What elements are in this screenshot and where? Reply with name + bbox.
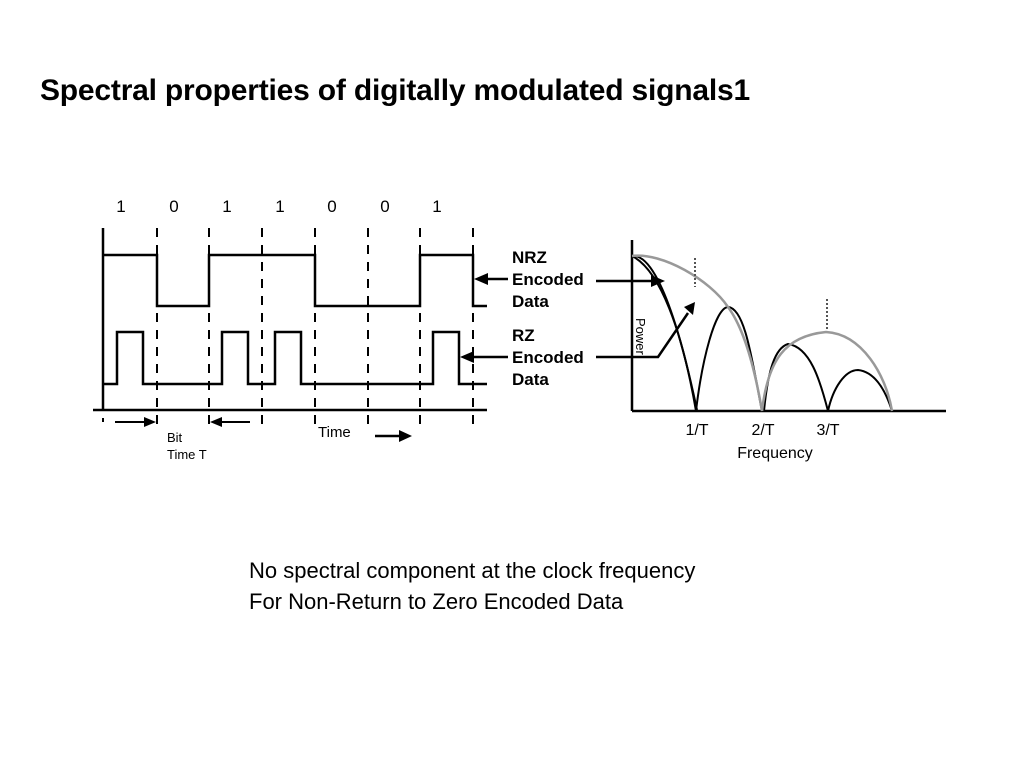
bit-label: 1	[222, 197, 231, 216]
bit-time-label-line: Bit	[167, 430, 183, 445]
rz-waveform	[104, 330, 487, 386]
bit-label: 1	[116, 197, 125, 216]
nrz-envelope	[631, 254, 764, 412]
time-label: Time	[318, 424, 351, 441]
rz-spectrum-curve	[631, 254, 893, 412]
frequency-tick: 3/T	[816, 422, 839, 439]
time-arrowhead	[399, 430, 412, 442]
frequency-tick: 1/T	[685, 422, 708, 439]
baseline-tick	[102, 418, 104, 422]
bit-time-right-arrowhead	[210, 417, 222, 427]
rz-label-line: RZ	[512, 326, 535, 345]
frequency-tick: 2/T	[751, 422, 774, 439]
nrz-pointer-arrowhead	[474, 273, 488, 285]
bit-time-label-line: Time T	[167, 447, 207, 462]
caption-line: No spectral component at the clock frequ…	[249, 558, 696, 583]
bit-time-label: Bit Time T	[167, 430, 207, 462]
nrz-label-line: Data	[512, 292, 549, 311]
power-label: Power	[633, 318, 648, 356]
bit-label: 1	[275, 197, 284, 216]
waveform-diagram: 1 0 1 1 0 0 1 NRZ Encoded D	[93, 197, 584, 462]
caption-line: For Non-Return to Zero Encoded Data	[249, 589, 624, 614]
spectrum-diagram: Power 1/T 2/T 3/T Frequency	[596, 240, 946, 462]
bit-label: 0	[169, 197, 178, 216]
rz-label-line: Encoded	[512, 348, 584, 367]
nrz-spectrum-curve	[631, 255, 763, 412]
frequency-ticks: 1/T 2/T 3/T	[685, 422, 839, 439]
nrz-label: NRZ Encoded Data	[512, 248, 584, 311]
frequency-axis-label: Frequency	[737, 445, 813, 462]
bit-labels: 1 0 1 1 0 0 1	[116, 197, 441, 216]
baseline-ticks	[102, 418, 474, 422]
power-label-text: Power	[633, 318, 648, 356]
nrz-label-line: NRZ	[512, 248, 547, 267]
rz-envelope	[760, 330, 894, 412]
bit-label: 1	[432, 197, 441, 216]
caption: No spectral component at the clock frequ…	[249, 555, 695, 617]
rz-pointer-arrowhead	[460, 351, 474, 363]
bit-label: 0	[327, 197, 336, 216]
rz-label-line: Data	[512, 370, 549, 389]
baseline-tick	[261, 418, 263, 422]
nrz-waveform	[104, 253, 487, 308]
baseline-tick	[472, 418, 474, 422]
bit-time-left-arrowhead	[144, 417, 156, 427]
baseline-tick	[367, 418, 369, 422]
baseline-tick	[419, 418, 421, 422]
rz-spectrum-arrowhead	[684, 302, 695, 315]
bit-label: 0	[380, 197, 389, 216]
rz-label: RZ Encoded Data	[512, 326, 584, 389]
nrz-spectrum-arrowhead	[651, 275, 665, 287]
slide-title: Spectral properties of digitally modulat…	[40, 74, 750, 107]
nrz-label-line: Encoded	[512, 270, 584, 289]
rz-spectrum-arrow	[596, 312, 690, 359]
